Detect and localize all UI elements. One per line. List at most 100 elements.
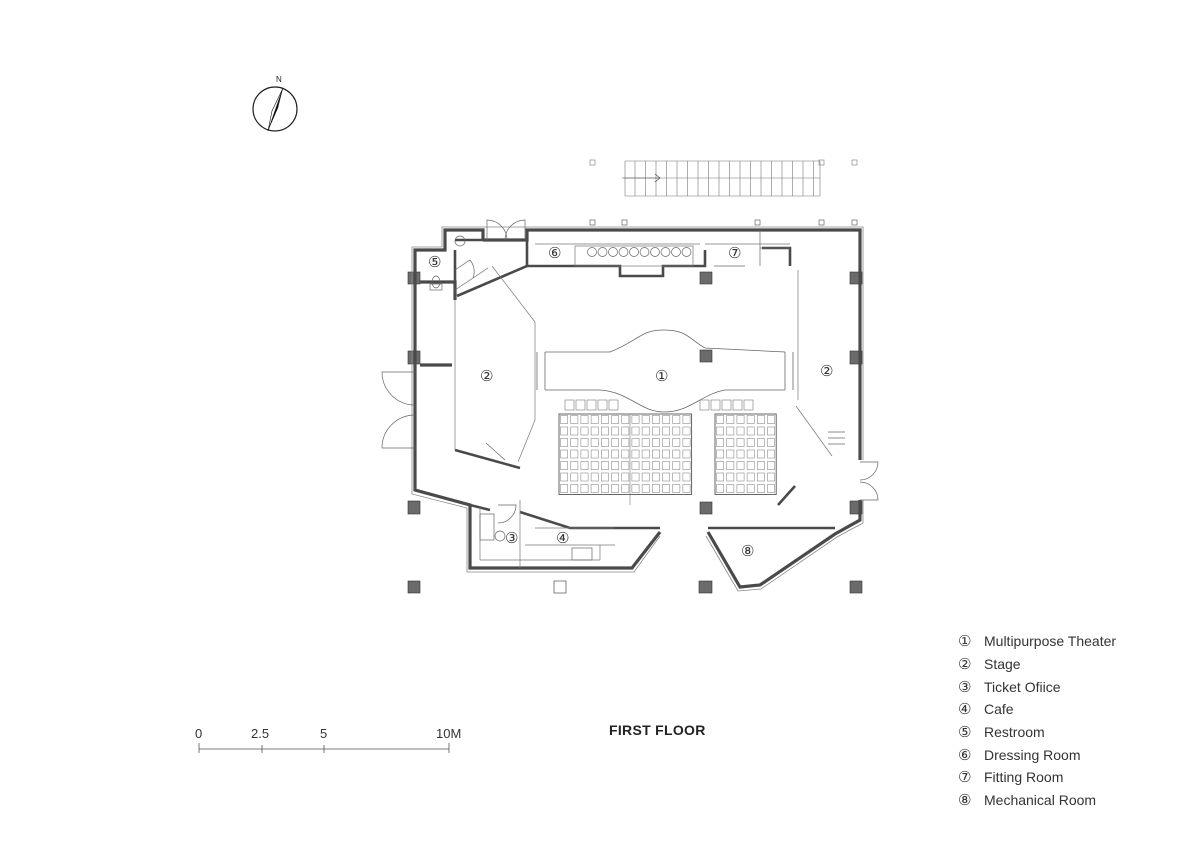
seat — [716, 415, 724, 424]
seat — [570, 472, 579, 482]
legend-number: ⑥ — [958, 745, 972, 764]
seat — [662, 484, 670, 493]
front-seat — [743, 399, 754, 411]
seat — [652, 472, 660, 482]
seat — [560, 461, 568, 470]
seat — [601, 484, 609, 493]
structural-columns — [407, 271, 863, 594]
room-marks: ① ② ② ③ ④ ⑤ ⑥ ⑦ ⑧ — [428, 244, 833, 560]
seat — [570, 449, 579, 459]
room-mark-stage-west: ② — [480, 367, 493, 385]
legend-number: ④ — [958, 700, 972, 719]
room-mark-mechanical-room: ⑧ — [741, 542, 754, 560]
seat — [726, 449, 735, 459]
legend-label: Dressing Room — [984, 746, 1081, 763]
seat — [682, 426, 691, 436]
seat — [560, 449, 568, 459]
front-seat — [586, 399, 597, 411]
seat — [746, 461, 755, 470]
scale-label-0: 0 — [195, 726, 203, 741]
seat — [560, 472, 568, 482]
room-mark-theater: ① — [655, 367, 668, 385]
front-seat — [597, 399, 608, 411]
seat — [641, 415, 650, 424]
seat — [672, 415, 681, 424]
front-seat — [721, 399, 732, 411]
dressing-stool — [597, 247, 608, 257]
seat — [590, 415, 599, 424]
seat — [590, 449, 599, 459]
legend-number: ⑦ — [958, 768, 972, 787]
seat — [716, 472, 724, 482]
seat — [631, 449, 640, 459]
seat — [672, 449, 681, 459]
scale-label-10m: 10M — [436, 726, 462, 741]
seat — [652, 449, 660, 459]
seat — [767, 415, 775, 424]
room-mark-stage-east: ② — [820, 362, 833, 380]
seat — [611, 484, 619, 493]
exterior-walls — [413, 228, 862, 589]
seat — [672, 484, 681, 493]
seat — [736, 426, 745, 436]
seat — [590, 461, 599, 470]
seat — [621, 426, 630, 436]
dressing-stool — [681, 247, 692, 257]
seat — [631, 472, 640, 482]
seat — [652, 484, 660, 493]
interior-thin-lines — [454, 243, 833, 568]
seat — [601, 426, 609, 436]
seat — [746, 438, 755, 447]
seat — [601, 461, 609, 470]
legend-item: ⑧ Mechanical Room — [958, 789, 1116, 812]
seat — [641, 426, 650, 436]
seat — [682, 438, 691, 447]
seat — [662, 438, 670, 447]
front-seat — [710, 399, 721, 411]
seat — [580, 484, 589, 493]
seat — [682, 449, 691, 459]
compass-needle-outline — [267, 87, 284, 132]
room-mark-cafe: ④ — [556, 529, 569, 547]
stage-floor — [536, 329, 794, 413]
legend-label: Mechanical Room — [984, 792, 1097, 809]
seat — [570, 438, 579, 447]
room-mark-restroom: ⑤ — [428, 253, 441, 271]
seat — [570, 484, 579, 493]
seat — [611, 438, 619, 447]
dressing-stool — [639, 247, 650, 257]
seat — [767, 484, 775, 493]
seat — [652, 438, 660, 447]
seat — [736, 449, 745, 459]
seat — [621, 461, 630, 470]
dressing-stool — [660, 247, 671, 257]
seat — [601, 415, 609, 424]
north-arrow: N — [252, 75, 298, 132]
legend-number: ⑧ — [958, 791, 972, 810]
seat — [611, 472, 619, 482]
seat — [726, 472, 735, 482]
seat — [611, 449, 619, 459]
front-seat — [564, 399, 575, 411]
seat — [682, 415, 691, 424]
seat — [652, 426, 660, 436]
dressing-stool — [671, 247, 681, 257]
seat — [767, 426, 775, 436]
seat — [631, 426, 640, 436]
seat — [736, 438, 745, 447]
north-label: N — [276, 75, 282, 84]
seat — [662, 461, 670, 470]
seat — [560, 438, 568, 447]
plan-title: FIRST FLOOR — [609, 722, 706, 738]
theater-seating — [558, 399, 777, 505]
seat — [662, 472, 670, 482]
seat — [757, 449, 765, 459]
seat — [601, 472, 609, 482]
seat — [757, 461, 765, 470]
